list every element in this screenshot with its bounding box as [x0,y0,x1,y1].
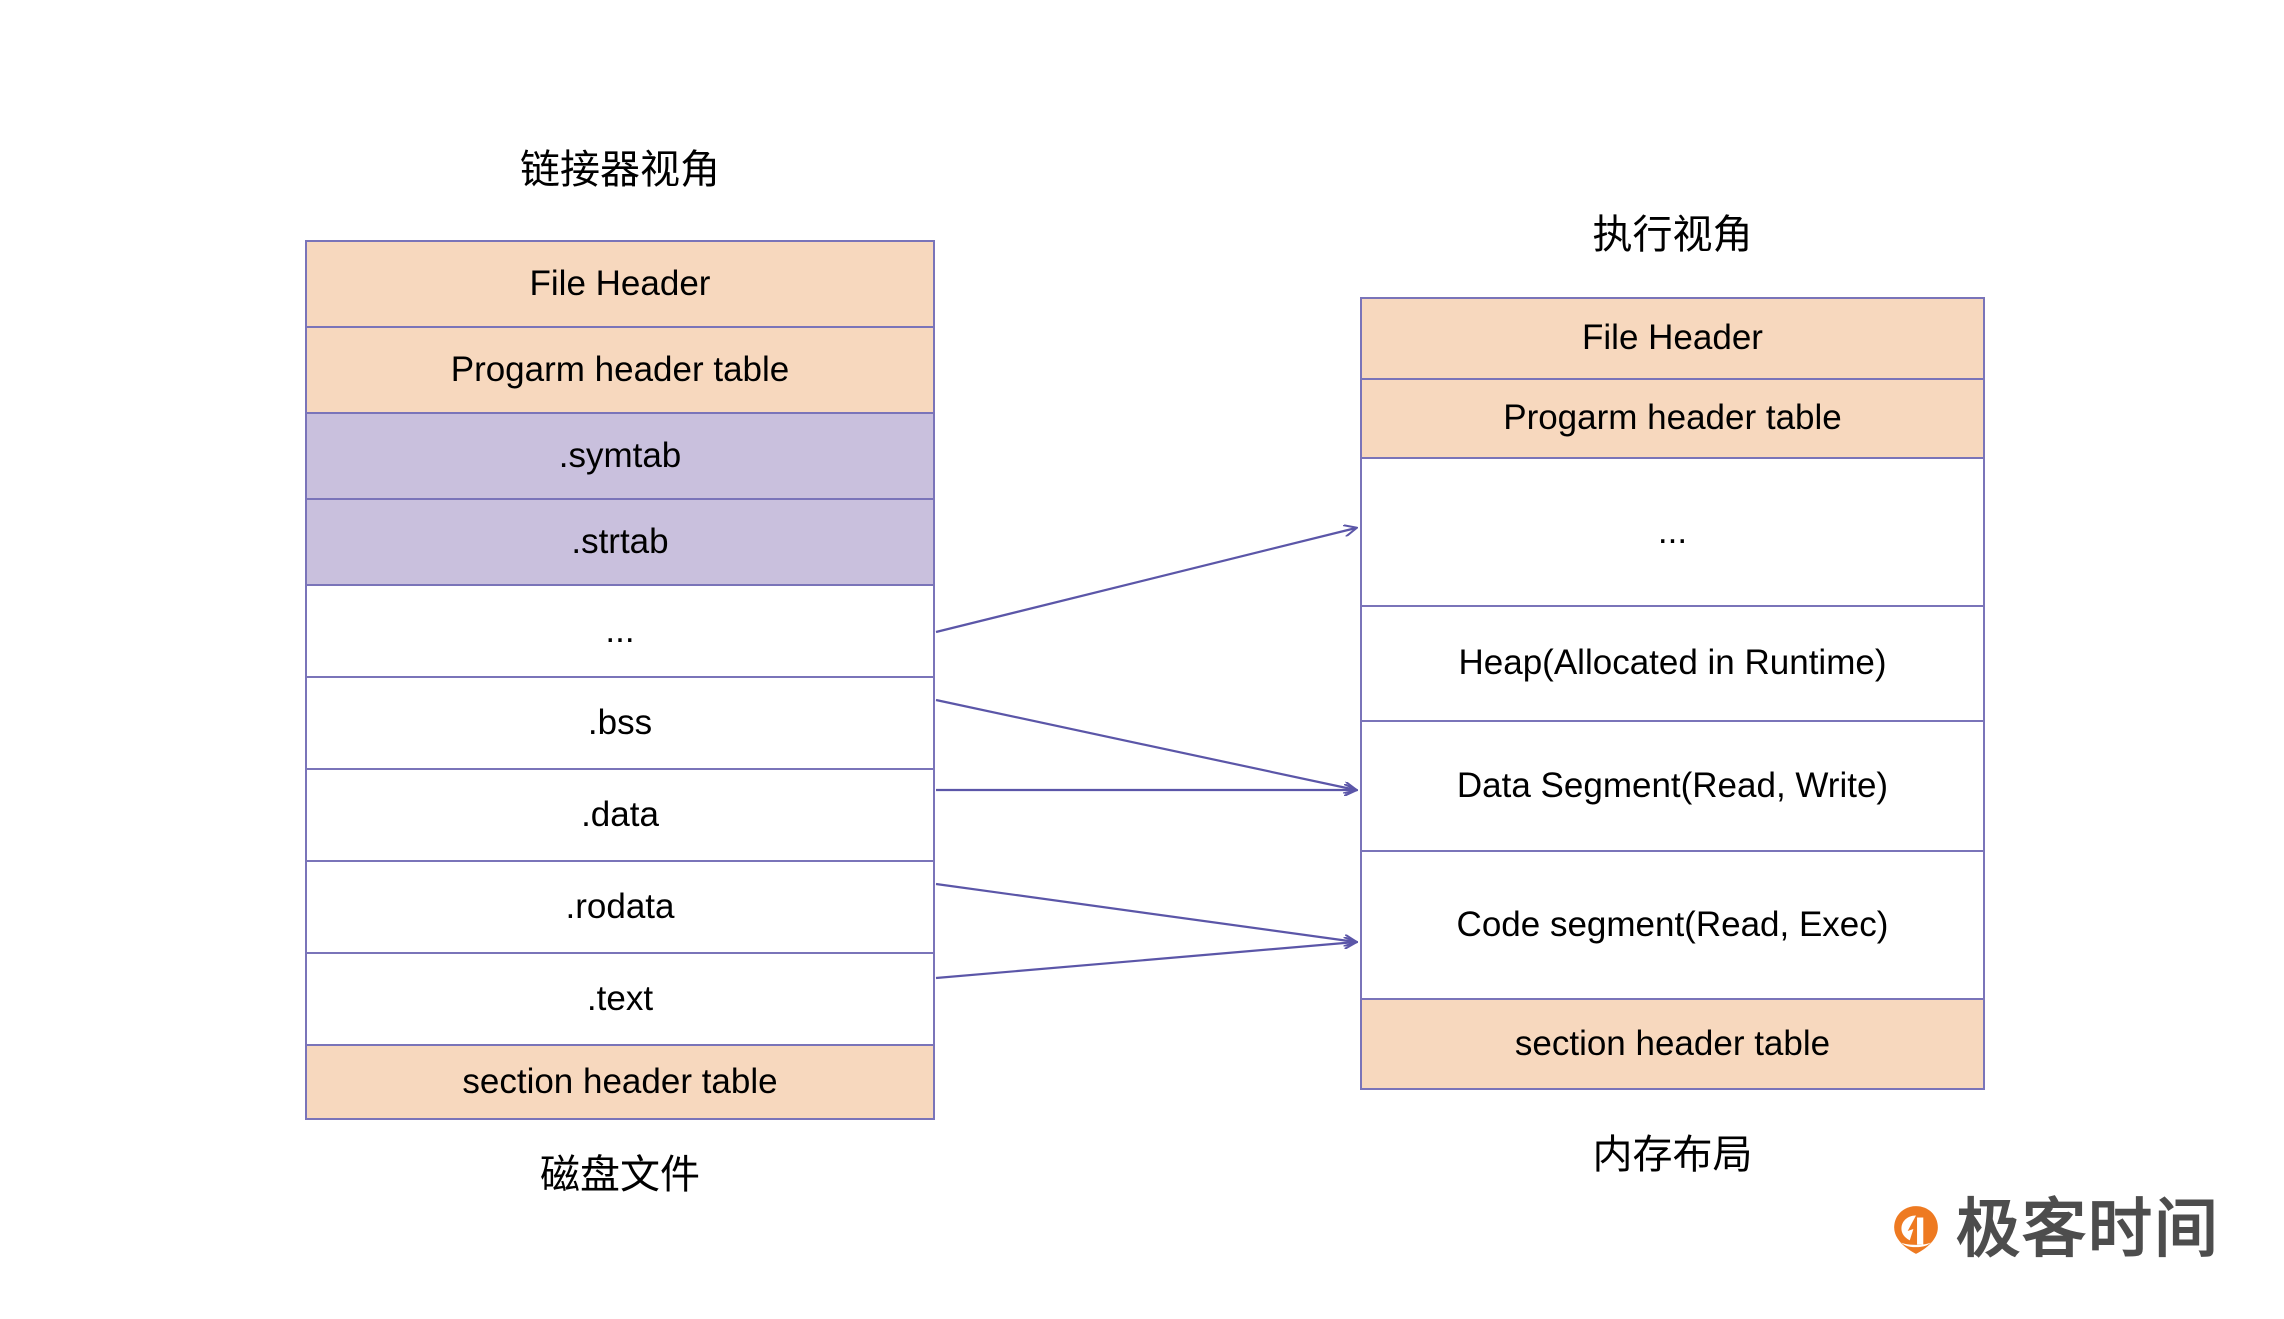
brand-logo-text: 极客时间 [1956,1193,2220,1267]
exec-segment-row-label: File Header [1582,318,1763,358]
exec-segment-row: Data Segment(Read, Write) [1362,722,1983,852]
linker-section-row: ... [307,586,933,678]
arrow-text-to-code-segment [935,942,1356,980]
linker-view-title: 链接器视角 [520,148,720,192]
linker-section-row: .strtab [307,500,933,586]
linker-section-row-label: .strtab [571,521,669,561]
linker-section-row: Progarm header table [307,328,933,414]
linker-section-row: File Header [307,242,933,328]
exec-view-title: 执行视角 [1592,213,1753,257]
exec-segment-row-label: Progarm header table [1503,398,1842,438]
linker-section-row-label: .text [586,978,654,1018]
arrow-rodata-to-code-segment [935,882,1356,942]
linker-section-row-label: .bss [587,702,653,742]
linker-section-row-label: ... [605,610,635,650]
exec-segment-row: Progarm header table [1362,380,1983,459]
exec-segment-row: Heap(Allocated in Runtime) [1362,607,1983,722]
linker-section-row: .text [307,954,933,1046]
linker-section-row: section header table [307,1046,933,1118]
arrow-dots-to-dots [935,528,1356,634]
linker-section-row-label: Progarm header table [450,349,790,389]
exec-segment-row-label: ... [1657,511,1688,551]
linker-section-row-label: section header table [462,1061,778,1101]
exec-segment-row: File Header [1362,299,1983,380]
exec-segment-row-label: Code segment(Read, Exec) [1456,904,1889,944]
exec-segment-row: section header table [1362,1000,1983,1088]
linker-section-row: .symtab [307,414,933,500]
exec-segment-row-label: Data Segment(Read, Write) [1456,765,1889,805]
exec-segment-row: Code segment(Read, Exec) [1362,852,1983,1000]
exec-segment-row: ... [1362,459,1983,607]
linker-section-row-label: .rodata [565,886,675,926]
exec-segment-row-label: section header table [1514,1023,1831,1063]
disk-file-caption: 磁盘文件 [540,1153,700,1197]
linker-section-row: .rodata [307,862,933,954]
linker-section-row-label: .symtab [558,435,682,475]
brand-logo: 极客时间 [1890,1182,2220,1278]
memory-layout-caption: 内存布局 [1592,1133,1753,1177]
exec-segment-row-label: Heap(Allocated in Runtime) [1458,643,1887,683]
linker-section-row-label: .data [581,794,659,834]
arrow-bss-to-data-segment [935,698,1356,790]
linker-section-row-label: File Header [529,263,711,303]
linker-section-row: .bss [307,678,933,770]
geektime-pin-icon [1894,1206,1938,1254]
linker-section-row: .data [307,770,933,862]
